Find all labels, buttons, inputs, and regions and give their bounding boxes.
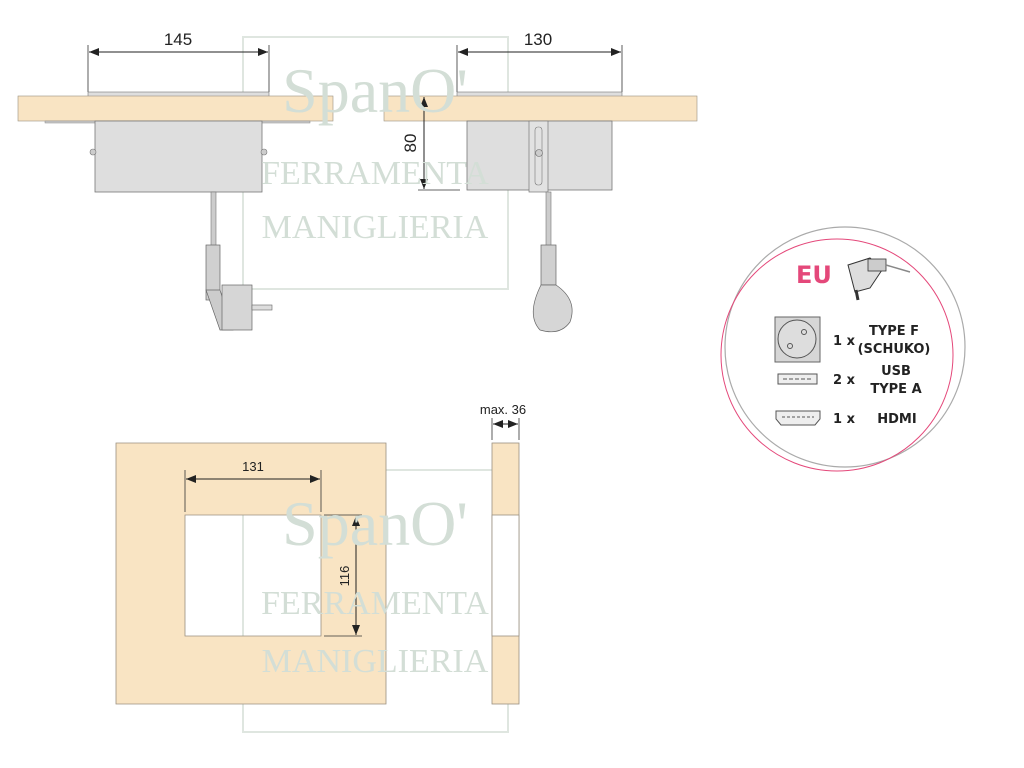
dimension-cutout-height: 116 — [337, 566, 352, 587]
countertop — [17, 95, 334, 122]
dimension-front-width: 145 — [164, 30, 192, 49]
svg-text:2 x: 2 x — [833, 373, 856, 388]
svg-text:1 x: 1 x — [833, 334, 856, 349]
dimension-depth: 80 — [401, 134, 420, 153]
dimension-max-thickness: max. 36 — [480, 402, 526, 417]
socket-legend: EU 1 x TYPE F (SCHUKO) 2 x USB TYPE A 1 … — [720, 226, 966, 472]
plug-icon — [847, 257, 911, 301]
svg-text:(SCHUKO): (SCHUKO) — [858, 342, 931, 357]
svg-text:FERRAMENTA: FERRAMENTA — [261, 585, 489, 622]
dimension-cutout-width: 131 — [242, 459, 264, 474]
region-label: EU — [796, 261, 832, 289]
side-view: 130 80 — [383, 30, 698, 333]
svg-text:TYPE A: TYPE A — [870, 382, 921, 397]
svg-text:SpanO': SpanO' — [282, 55, 468, 126]
schuko-socket-icon — [774, 316, 821, 363]
cutout-view: 131 116 max. 36 — [115, 402, 526, 705]
svg-text:HDMI: HDMI — [877, 412, 916, 427]
watermark-bottom: SpanO' FERRAMENTA MANIGLIERIA — [261, 488, 489, 680]
hdmi-port-icon — [775, 410, 821, 426]
svg-text:USB: USB — [881, 364, 911, 379]
dimension-side-width: 130 — [524, 30, 552, 49]
usb-port-icon — [777, 373, 818, 385]
svg-text:TYPE F: TYPE F — [869, 324, 919, 339]
svg-text:MANIGLIERIA: MANIGLIERIA — [262, 643, 489, 680]
svg-text:MANIGLIERIA: MANIGLIERIA — [262, 209, 489, 246]
watermark-top: SpanO' FERRAMENTA MANIGLIERIA — [261, 55, 489, 246]
svg-text:SpanO': SpanO' — [282, 488, 468, 559]
countertop — [383, 95, 698, 122]
socket-box — [94, 120, 263, 193]
front-view: 145 — [17, 30, 334, 331]
svg-text:1 x: 1 x — [833, 412, 856, 427]
svg-text:FERRAMENTA: FERRAMENTA — [261, 155, 489, 192]
